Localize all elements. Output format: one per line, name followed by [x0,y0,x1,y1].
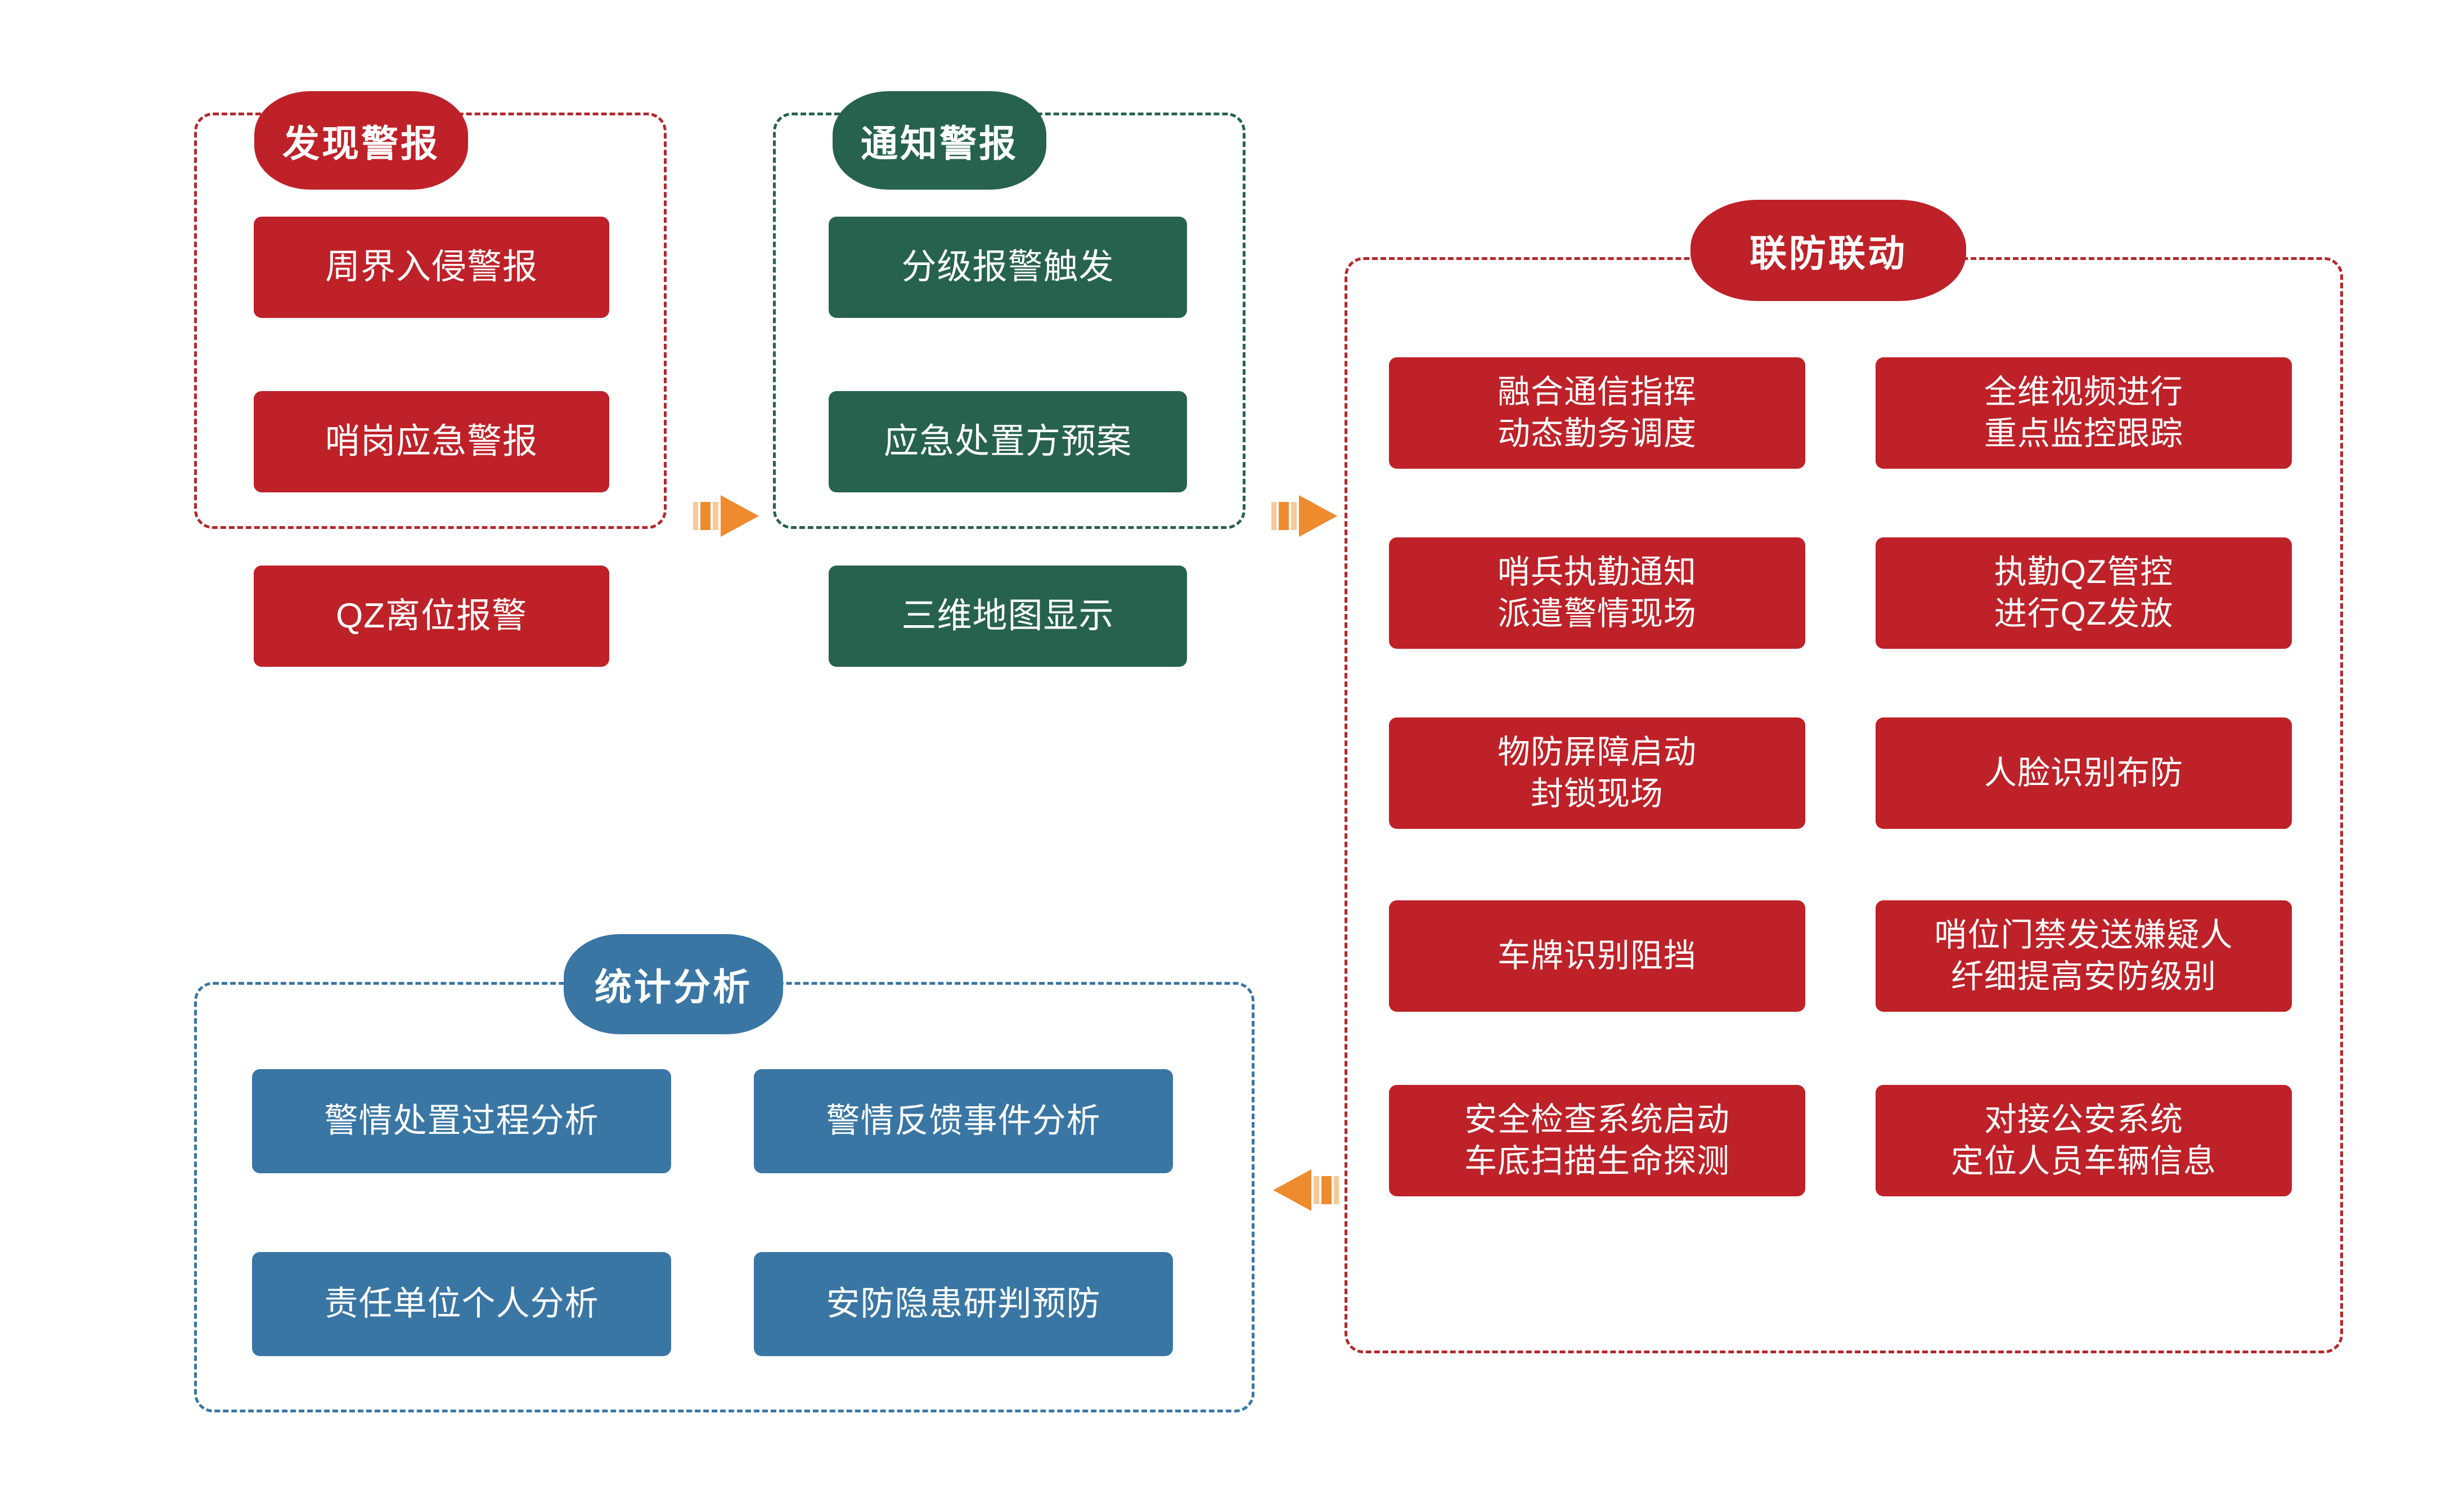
item-line: 警情处置过程分析 [324,1102,599,1140]
item-line: 人脸识别布防 [1984,754,2183,791]
item-box-alarm-feedback-event-analysis[interactable]: 警情反馈事件分析 [754,1069,1173,1173]
item-line: 警情反馈事件分析 [826,1102,1101,1140]
item-line: 定位人员车辆信息 [1950,1143,2216,1179]
item-line: 对接公安系统 [1984,1101,2183,1138]
group-header-label: 发现警报 [282,122,440,164]
item-line: 物防屏障启动 [1497,733,1697,770]
group-header-statistics-analysis[interactable]: 统计分析 [564,934,783,1034]
item-line: 全维视频进行 [1984,373,2183,410]
group-header-label: 统计分析 [595,966,752,1008]
item-line: 安全检查系统启动 [1464,1101,1730,1138]
group-header-label: 通知警报 [861,122,1018,164]
item-line: 纤细提高安防级别 [1950,958,2216,995]
group-header-joint-defense[interactable]: 联防联动 [1690,200,1966,301]
item-box-3d-map-display[interactable]: 三维地图显示 [829,566,1187,667]
item-line: 动态勤务调度 [1497,415,1697,452]
item-line: 进行QZ发放 [1994,595,2174,632]
item-box-sentry-duty-notification[interactable]: 哨兵执勤通知 派遣警情现场 [1389,537,1805,649]
item-line: 执勤QZ管控 [1994,553,2174,590]
item-line: 分级报警触发 [901,248,1114,287]
item-box-public-security-integration[interactable]: 对接公安系统 定位人员车辆信息 [1876,1085,2292,1196]
item-line: 三维地图显示 [901,596,1114,636]
item-line: 车牌识别阻挡 [1497,937,1697,974]
item-line: 周界入侵警报 [325,248,538,287]
item-box-emergency-response-plan[interactable]: 应急处置方预案 [829,391,1187,492]
item-box-face-recognition-deployment[interactable]: 人脸识别布防 [1876,717,2292,829]
item-box-integrated-communication-command[interactable]: 融合通信指挥 动态勤务调度 [1389,357,1805,469]
group-header-discover-alarm[interactable]: 发现警报 [254,91,468,190]
item-line: 应急处置方预案 [883,422,1132,461]
group-header-label: 联防联动 [1750,232,1907,274]
item-line: 责任单位个人分析 [324,1285,599,1323]
item-line: 哨兵执勤通知 [1497,553,1697,590]
item-line: 哨位门禁发送嫌疑人 [1934,916,2233,953]
arrow-right-icon-notify-to-joint [1271,485,1339,547]
item-line: 车底扫描生命探测 [1464,1143,1730,1179]
item-box-security-risk-assessment-prevention[interactable]: 安防隐患研判预防 [754,1252,1173,1356]
item-box-alarm-handling-process-analysis[interactable]: 警情处置过程分析 [252,1069,671,1173]
item-box-qz-offpost-alarm[interactable]: QZ离位报警 [254,566,609,667]
item-box-post-access-suspect-alert[interactable]: 哨位门禁发送嫌疑人 纤细提高安防级别 [1876,900,2292,1012]
item-line: 安防隐患研判预防 [826,1285,1101,1323]
item-box-responsible-unit-individual-analysis[interactable]: 责任单位个人分析 [252,1252,671,1356]
item-box-graded-alarm-trigger[interactable]: 分级报警触发 [829,217,1187,318]
item-line: 派遣警情现场 [1497,595,1697,632]
arrow-left-icon-joint-to-statistics [1271,1159,1339,1221]
item-line: 融合通信指挥 [1497,373,1697,410]
item-line: QZ离位报警 [335,596,528,636]
item-box-perimeter-intrusion-alarm[interactable]: 周界入侵警报 [254,217,609,318]
item-box-security-check-system[interactable]: 安全检查系统启动 车底扫描生命探测 [1389,1085,1805,1196]
item-box-license-plate-blocking[interactable]: 车牌识别阻挡 [1389,900,1805,1012]
item-box-duty-qz-control[interactable]: 执勤QZ管控 进行QZ发放 [1876,537,2292,649]
item-line: 封锁现场 [1530,775,1663,812]
item-line: 重点监控跟踪 [1984,415,2183,452]
item-box-sentry-emergency-alarm[interactable]: 哨岗应急警报 [254,391,609,492]
item-line: 哨岗应急警报 [325,422,538,461]
item-box-full-dimension-video[interactable]: 全维视频进行 重点监控跟踪 [1876,357,2292,469]
item-box-physical-barrier-activation[interactable]: 物防屏障启动 封锁现场 [1389,717,1805,829]
group-header-notify-alarm[interactable]: 通知警报 [833,91,1046,190]
arrow-right-icon-discover-to-notify [693,485,761,547]
